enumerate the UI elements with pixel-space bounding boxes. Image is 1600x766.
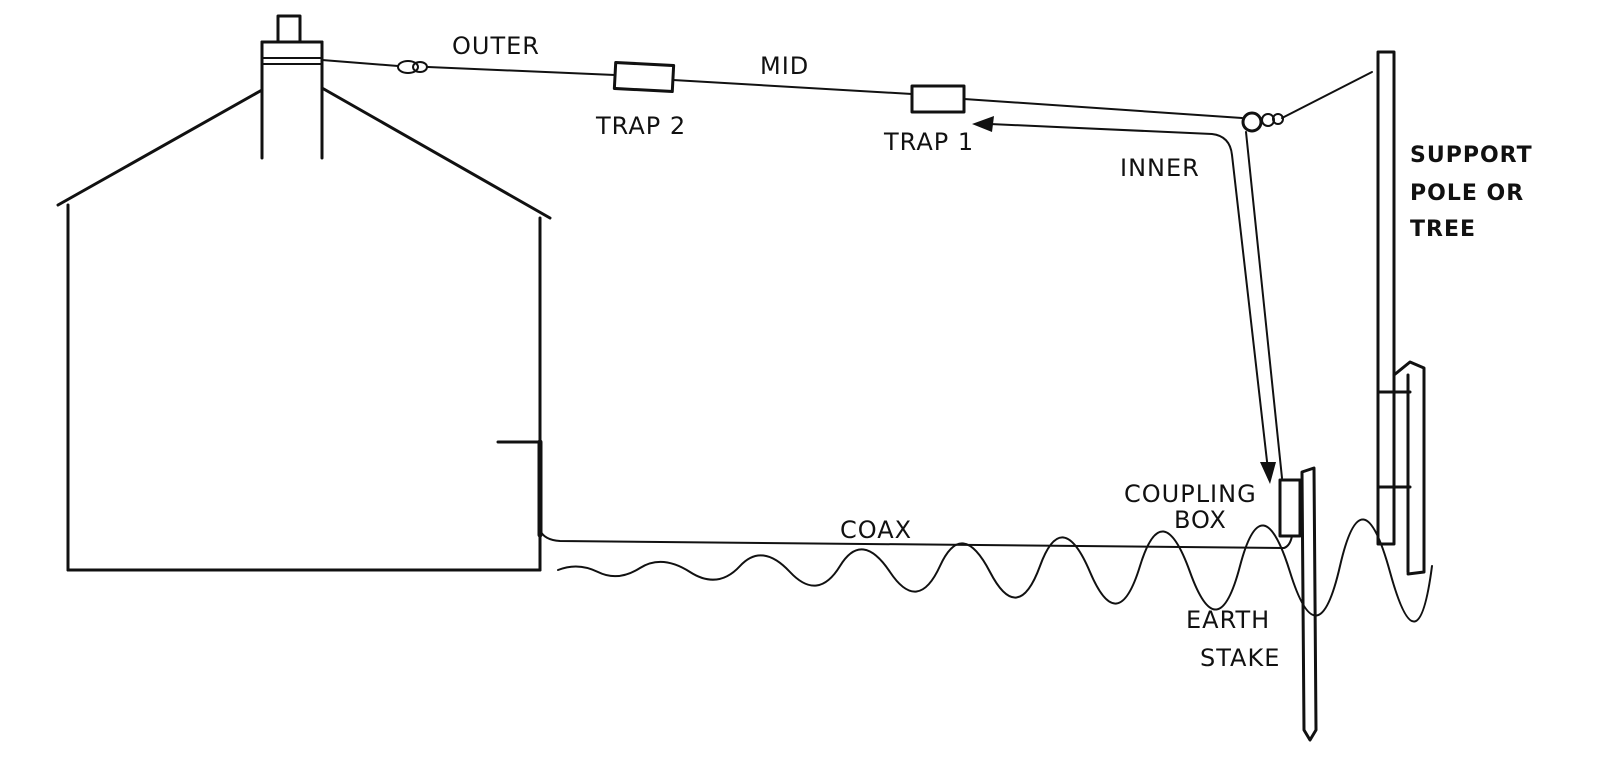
trap-1 (910, 84, 966, 114)
coax-cable (539, 529, 1293, 549)
inner-section (963, 98, 1243, 119)
chimney (260, 14, 324, 160)
coupling-box (1278, 478, 1302, 538)
house (56, 14, 552, 572)
label-inner: INNER (1120, 154, 1200, 182)
label-support-1: SUPPORT (1410, 143, 1533, 168)
label-support-2: POLE OR (1410, 181, 1524, 206)
label-support-3: TREE (1410, 217, 1476, 242)
label-mid: MID (760, 52, 809, 80)
label-coupling-2: BOX (1174, 506, 1227, 534)
label-coax: COAX (840, 516, 912, 544)
earth-stake (1300, 466, 1318, 742)
coupling-arrow (1260, 462, 1276, 484)
halyard (1281, 71, 1373, 119)
chimney-insulator (397, 60, 428, 74)
support-pole (1376, 50, 1426, 576)
trap-2 (612, 61, 676, 93)
ground-line (557, 518, 1433, 623)
mid-section (672, 79, 913, 95)
outer-section (427, 66, 616, 76)
roof-right (320, 86, 552, 220)
label-coupling-1: COUPLING (1124, 480, 1257, 508)
label-trap-2: TRAP 2 (595, 112, 686, 140)
pole-pulley (1241, 111, 1284, 133)
label-outer: OUTER (452, 32, 540, 60)
trap1-arrow (972, 116, 994, 132)
label-earth-2: STAKE (1200, 644, 1280, 672)
inner-feeder (972, 116, 1283, 484)
label-earth-1: EARTH (1186, 606, 1270, 634)
roof-left (56, 88, 264, 207)
label-trap-1: TRAP 1 (883, 128, 974, 156)
antenna-wire (321, 59, 1373, 133)
